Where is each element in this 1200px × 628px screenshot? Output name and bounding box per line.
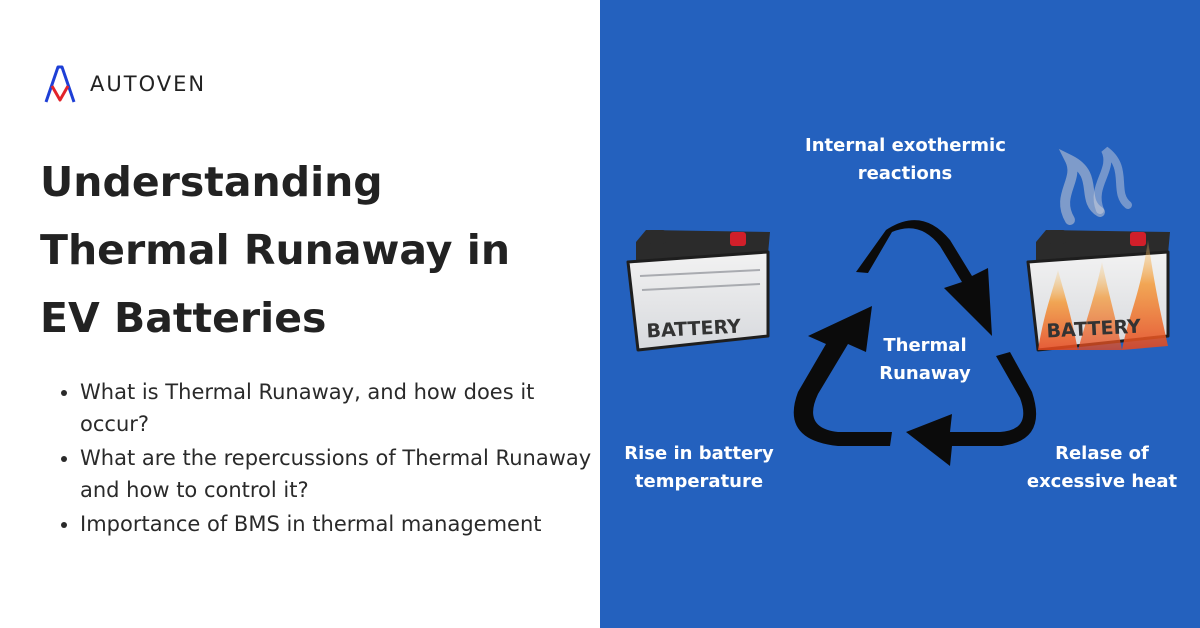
- topic-list: What is Thermal Runaway, and how does it…: [40, 376, 610, 542]
- topic-item: What are the repercussions of Thermal Ru…: [80, 442, 610, 506]
- battery-label: BATTERY: [646, 316, 742, 343]
- autoven-logo-icon: [44, 65, 76, 103]
- battery-icon: BATTERY: [626, 230, 770, 352]
- cycle-arrow-left: [793, 306, 892, 446]
- page-title: Understanding Thermal Runaway in EV Batt…: [40, 148, 580, 352]
- diagram-panel: BATTERY BATTERY: [600, 0, 1200, 628]
- thermal-runaway-cycle-diagram: BATTERY BATTERY: [626, 146, 1170, 466]
- cycle-arrow-right: [906, 352, 1037, 466]
- label-internal-exothermic-reactions: Internal exothermic reactions: [805, 135, 1006, 184]
- text-panel: AUTOVEN Understanding Thermal Runaway in…: [0, 0, 600, 628]
- cycle-arrow-top: [856, 220, 992, 336]
- battery-label: BATTERY: [1046, 316, 1142, 343]
- label-thermal-runaway: Thermal Runaway: [879, 335, 971, 384]
- brand: AUTOVEN: [42, 64, 206, 104]
- title-line-3: EV Batteries: [40, 294, 327, 342]
- topic-item: What is Thermal Runaway, and how does it…: [80, 376, 610, 440]
- title-line-1: Understanding: [40, 158, 383, 206]
- title-line-2: Thermal Runaway in: [40, 226, 511, 274]
- topic-item: Importance of BMS in thermal management: [80, 508, 610, 540]
- brand-name: AUTOVEN: [90, 72, 207, 96]
- label-release-of-excessive-heat: Relase of excessive heat: [1026, 443, 1178, 492]
- label-rise-in-battery-temperature: Rise in battery temperature: [624, 443, 774, 492]
- burning-battery-icon: BATTERY: [1026, 146, 1170, 352]
- cycle-arrows: [793, 220, 1037, 466]
